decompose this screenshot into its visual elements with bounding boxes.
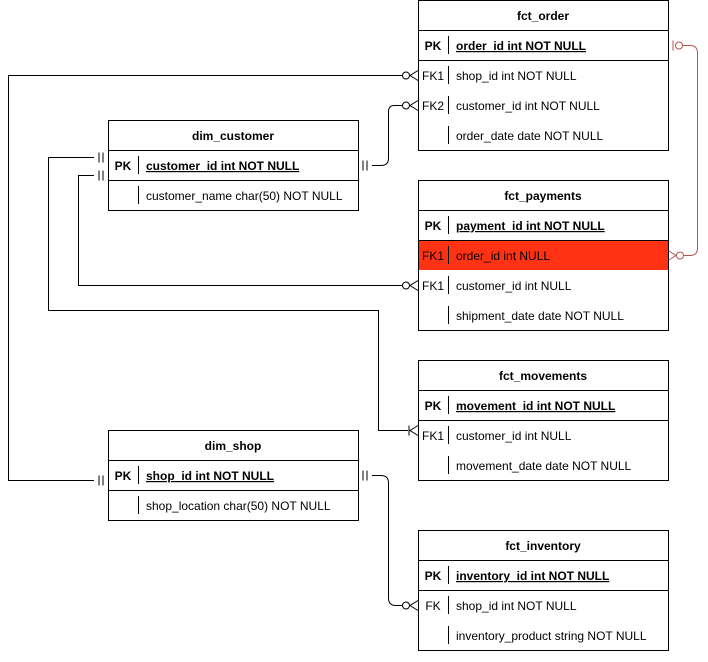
field-label: shop_id int NOT NULL bbox=[146, 469, 274, 483]
field-row[interactable]: movement_date date NOT NULL bbox=[448, 456, 632, 474]
field-label: customer_name char(50) NOT NULL bbox=[146, 189, 343, 203]
field-row[interactable]: inventory_product string NOT NULL bbox=[448, 626, 647, 644]
relationship-connectors bbox=[8, 40, 698, 611]
zero-or-many-marker bbox=[402, 280, 419, 291]
one-or-many-marker bbox=[408, 425, 419, 436]
key-label: PK bbox=[425, 399, 442, 413]
field-row[interactable]: FK1 customer_id int NULL bbox=[422, 276, 572, 294]
zero-or-many-marker bbox=[667, 250, 684, 261]
table-title: fct_order bbox=[517, 9, 569, 23]
field-label: inventory_product string NOT NULL bbox=[456, 629, 647, 643]
primary-key-row[interactable]: PK payment_id int NOT NULL bbox=[418, 216, 668, 241]
field-label: customer_id int NOT NULL bbox=[146, 159, 299, 173]
table-title: fct_payments bbox=[504, 189, 582, 203]
field-label: order_id int NOT NULL bbox=[456, 39, 586, 53]
connector-payments-customer[interactable] bbox=[78, 175, 404, 286]
field-label: customer_id int NOT NULL bbox=[456, 99, 600, 113]
primary-key-row[interactable]: PK movement_id int NOT NULL bbox=[418, 396, 668, 421]
field-label: shop_id int NOT NULL bbox=[456, 599, 577, 613]
highlighted-row-background bbox=[419, 241, 668, 270]
connector-payments-order[interactable] bbox=[682, 45, 698, 256]
field-label: order_id int NULL bbox=[456, 249, 550, 263]
key-label: PK bbox=[115, 159, 132, 173]
exactly-one-marker bbox=[98, 170, 104, 181]
exactly-one-marker bbox=[98, 152, 104, 163]
key-label: FK2 bbox=[422, 99, 444, 113]
field-label: shop_id int NOT NULL bbox=[456, 69, 577, 83]
key-label: FK1 bbox=[422, 279, 444, 293]
table-title: dim_shop bbox=[205, 439, 262, 453]
field-row[interactable]: FK2 customer_id int NOT NULL bbox=[422, 96, 600, 114]
field-row[interactable]: customer_name char(50) NOT NULL bbox=[138, 186, 343, 204]
field-label: inventory_id int NOT NULL bbox=[456, 569, 609, 583]
primary-key-row[interactable]: PK customer_id int NOT NULL bbox=[108, 156, 358, 181]
primary-key-row[interactable]: PK shop_id int NOT NULL bbox=[108, 466, 358, 491]
field-row[interactable]: FK1 shop_id int NOT NULL bbox=[422, 66, 577, 84]
table-frame bbox=[418, 0, 669, 151]
zero-or-many-marker bbox=[402, 600, 419, 611]
zero-or-many-marker bbox=[402, 100, 419, 111]
key-label: FK1 bbox=[422, 69, 444, 83]
key-label: PK bbox=[115, 469, 132, 483]
exactly-one-marker bbox=[98, 475, 104, 486]
field-label: payment_id int NOT NULL bbox=[456, 219, 605, 233]
key-label: PK bbox=[425, 39, 442, 53]
field-label: movement_date date NOT NULL bbox=[456, 459, 632, 473]
field-label: customer_id int NULL bbox=[456, 279, 572, 293]
field-label: shop_location char(50) NOT NULL bbox=[146, 499, 331, 513]
connector-order-customer[interactable] bbox=[372, 105, 404, 166]
table-title: dim_customer bbox=[192, 129, 274, 143]
field-label: order_date date NOT NULL bbox=[456, 129, 604, 143]
exactly-one-marker bbox=[362, 470, 368, 481]
field-label: movement_id int NOT NULL bbox=[456, 399, 615, 413]
field-row[interactable]: FK1 order_id int NULL bbox=[419, 241, 668, 270]
field-row[interactable]: shop_location char(50) NOT NULL bbox=[138, 496, 331, 514]
table-title: fct_inventory bbox=[505, 539, 581, 553]
key-label: PK bbox=[425, 569, 442, 583]
table-title: fct_movements bbox=[499, 369, 587, 383]
exactly-one-marker bbox=[362, 160, 368, 171]
connector-movements-customer[interactable] bbox=[48, 157, 409, 431]
field-label: shipment_date date NOT NULL bbox=[456, 309, 624, 323]
key-label: FK bbox=[425, 599, 440, 613]
field-row[interactable]: shipment_date date NOT NULL bbox=[448, 306, 625, 324]
connector-inventory-shop[interactable] bbox=[372, 475, 404, 606]
primary-key-row[interactable]: PK order_id int NOT NULL bbox=[418, 36, 668, 61]
key-label: FK1 bbox=[422, 429, 444, 443]
zero-or-many-marker bbox=[402, 70, 419, 81]
field-row[interactable]: order_date date NOT NULL bbox=[448, 126, 604, 144]
table-frame bbox=[108, 430, 359, 521]
zero-or-one-marker bbox=[672, 40, 683, 51]
primary-key-row[interactable]: PK inventory_id int NOT NULL bbox=[418, 566, 668, 591]
field-row[interactable]: FK1 customer_id int NULL bbox=[422, 426, 572, 444]
connector-order-shop[interactable] bbox=[8, 75, 404, 481]
table-frame bbox=[108, 120, 359, 211]
key-label: FK1 bbox=[422, 249, 444, 263]
key-label: PK bbox=[425, 219, 442, 233]
field-row[interactable]: FK shop_id int NOT NULL bbox=[425, 596, 577, 614]
field-label: customer_id int NULL bbox=[456, 429, 572, 443]
